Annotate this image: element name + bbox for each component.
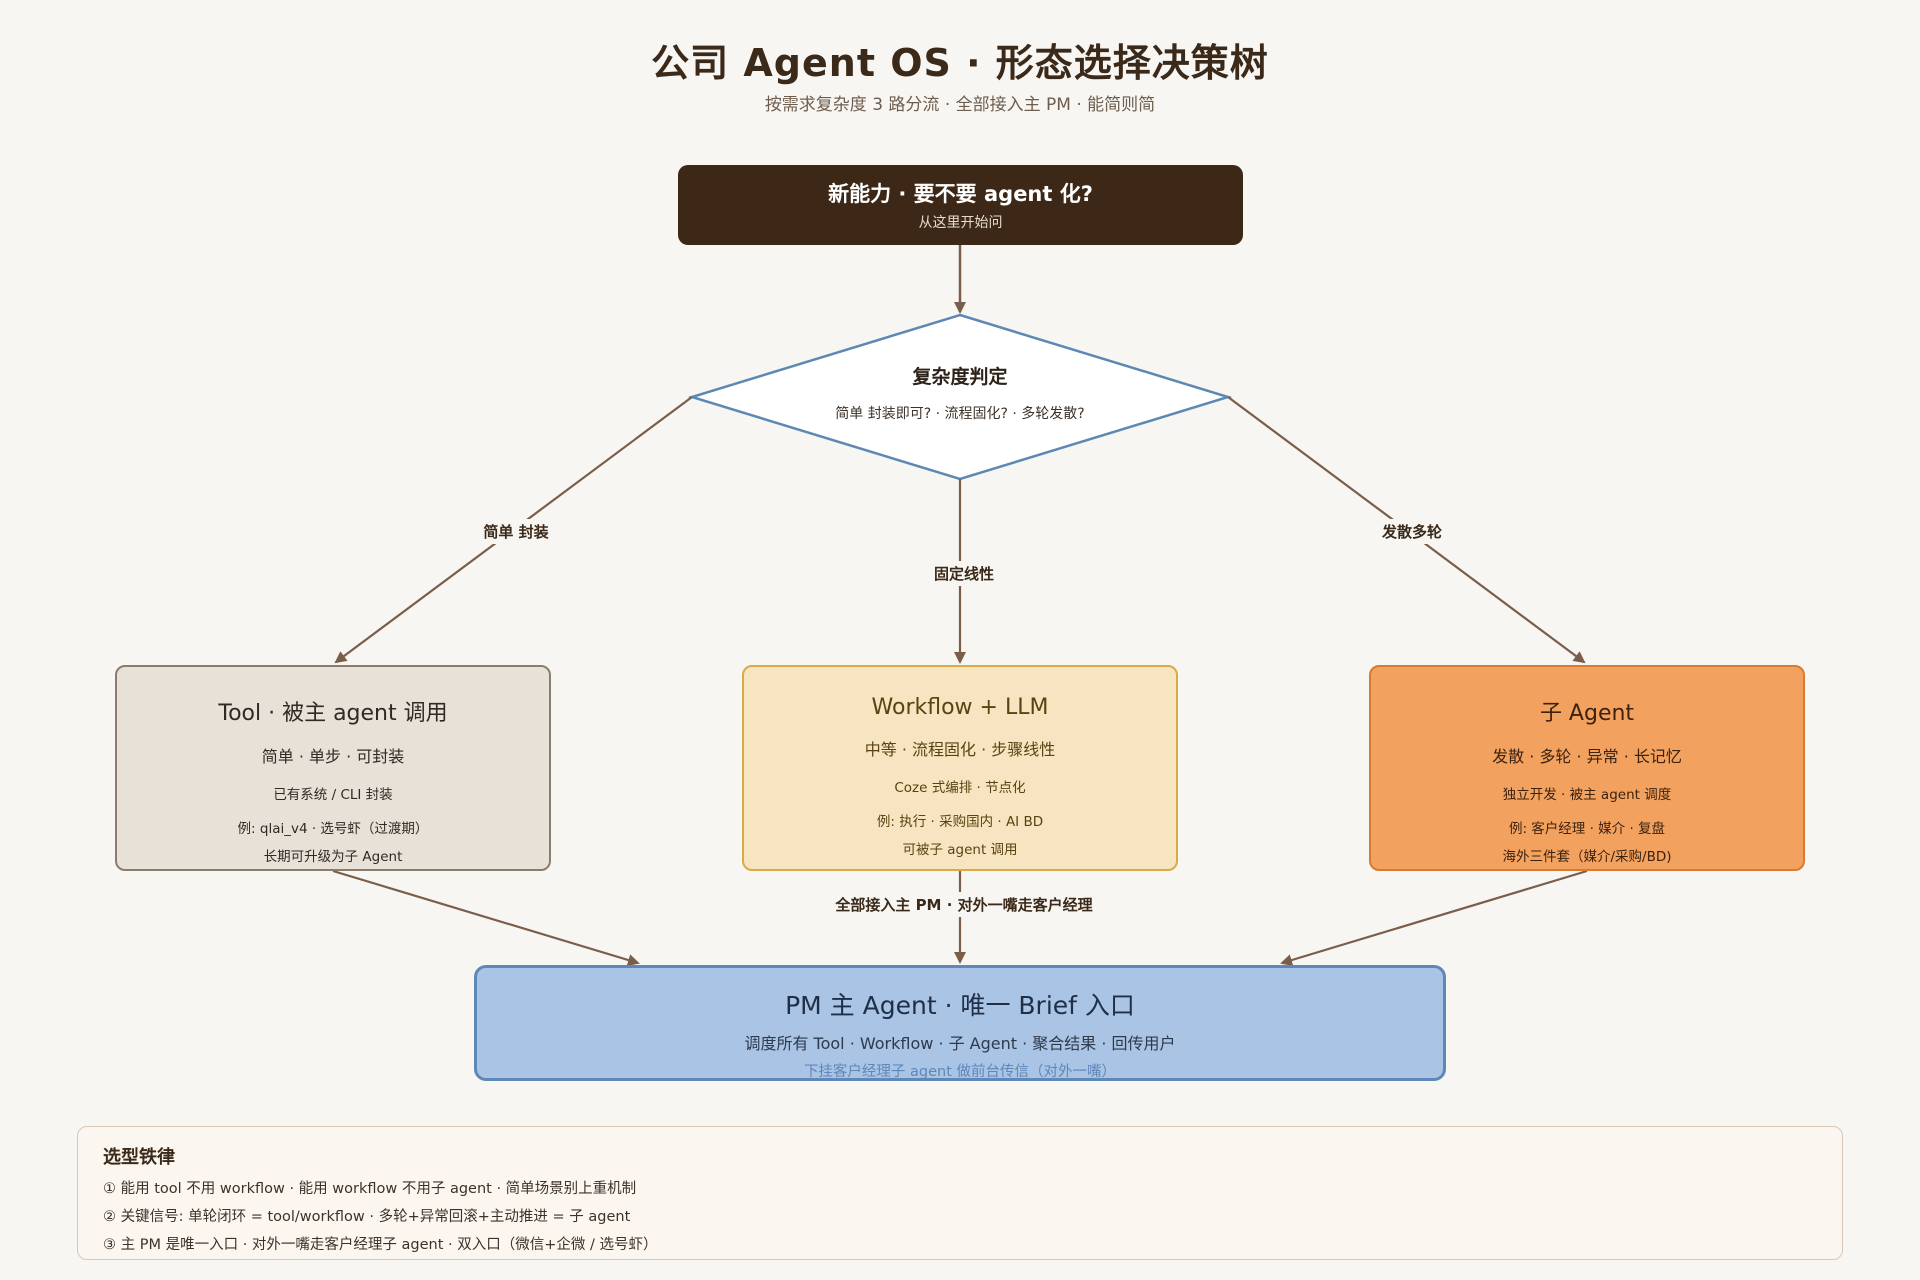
decision-title: 复杂度判定 xyxy=(912,366,1008,388)
card-subtitle: 简单 · 单步 · 可封装 xyxy=(261,747,405,766)
card-line: 可被子 agent 调用 xyxy=(902,842,1018,858)
card-line: 已有系统 / CLI 封装 xyxy=(273,787,393,803)
decision-node: 复杂度判定 简单 封装即可? · 流程固化? · 多轮发散? xyxy=(690,362,1230,423)
card-title: Tool · 被主 agent 调用 xyxy=(218,701,448,726)
rules-title: 选型铁律 xyxy=(103,1147,175,1168)
rule-item: ② 关键信号: 单轮闭环 = tool/workflow · 多轮+异常回滚+主… xyxy=(103,1209,631,1225)
page-title: 公司 Agent OS · 形态选择决策树 xyxy=(651,41,1269,85)
pm-description: 调度所有 Tool · Workflow · 子 Agent · 聚合结果 · … xyxy=(744,1034,1176,1053)
start-subtitle: 从这里开始问 xyxy=(918,215,1003,231)
pm-title: PM 主 Agent · 唯一 Brief 入口 xyxy=(785,991,1135,1020)
edge-label-linear: 固定线性 xyxy=(910,561,1018,586)
tool-card: Tool · 被主 agent 调用 简单 · 单步 · 可封装 已有系统 / … xyxy=(115,665,551,871)
decision-subtitle: 简单 封装即可? · 流程固化? · 多轮发散? xyxy=(835,406,1085,422)
card-example: 例: qlai_v4 · 选号虾（过渡期） xyxy=(237,821,429,837)
card-line: 长期可升级为子 Agent xyxy=(263,849,403,865)
start-title: 新能力 · 要不要 agent 化? xyxy=(828,182,1093,206)
card-example: 例: 客户经理 · 媒介 · 复盘 xyxy=(1508,821,1666,837)
start-node: 新能力 · 要不要 agent 化? 从这里开始问 xyxy=(678,165,1243,245)
workflow-card: Workflow + LLM 中等 · 流程固化 · 步骤线性 Coze 式编排… xyxy=(742,665,1178,871)
rule-item: ③ 主 PM 是唯一入口 · 对外一嘴走客户经理子 agent · 双入口（微信… xyxy=(103,1237,658,1253)
selection-rules-panel: 选型铁律 ① 能用 tool 不用 workflow · 能用 workflow… xyxy=(77,1126,1843,1260)
rule-item: ① 能用 tool 不用 workflow · 能用 workflow 不用子 … xyxy=(103,1181,637,1197)
card-subtitle: 中等 · 流程固化 · 步骤线性 xyxy=(864,740,1056,759)
edge-label-pm: 全部接入主 PM · 对外一嘴走客户经理 xyxy=(760,892,1168,917)
edge-label-simple: 简单 封装 xyxy=(462,519,570,544)
card-line: Coze 式编排 · 节点化 xyxy=(894,780,1026,796)
card-example: 例: 执行 · 采购国内 · AI BD xyxy=(876,814,1044,830)
sub-agent-card: 子 Agent 发散 · 多轮 · 异常 · 长记忆 独立开发 · 被主 age… xyxy=(1369,665,1805,871)
pm-note: 下挂客户经理子 agent 做前台传信（对外一嘴） xyxy=(803,1064,1117,1080)
card-subtitle: 发散 · 多轮 · 异常 · 长记忆 xyxy=(1492,747,1682,766)
page-subtitle: 按需求复杂度 3 路分流 · 全部接入主 PM · 能简则简 xyxy=(764,95,1156,115)
card-line: 独立开发 · 被主 agent 调度 xyxy=(1502,787,1672,803)
card-title: 子 Agent xyxy=(1539,701,1635,726)
edge-tool-to-pm xyxy=(332,869,640,966)
card-title: Workflow + LLM xyxy=(871,695,1049,720)
edge-label-divergent: 发散多轮 xyxy=(1358,519,1466,544)
edge-agent-to-pm xyxy=(1280,869,1588,966)
card-line: 海外三件套（媒介/采购/BD) xyxy=(1502,849,1672,865)
pm-agent-node: PM 主 Agent · 唯一 Brief 入口 调度所有 Tool · Wor… xyxy=(474,965,1446,1081)
